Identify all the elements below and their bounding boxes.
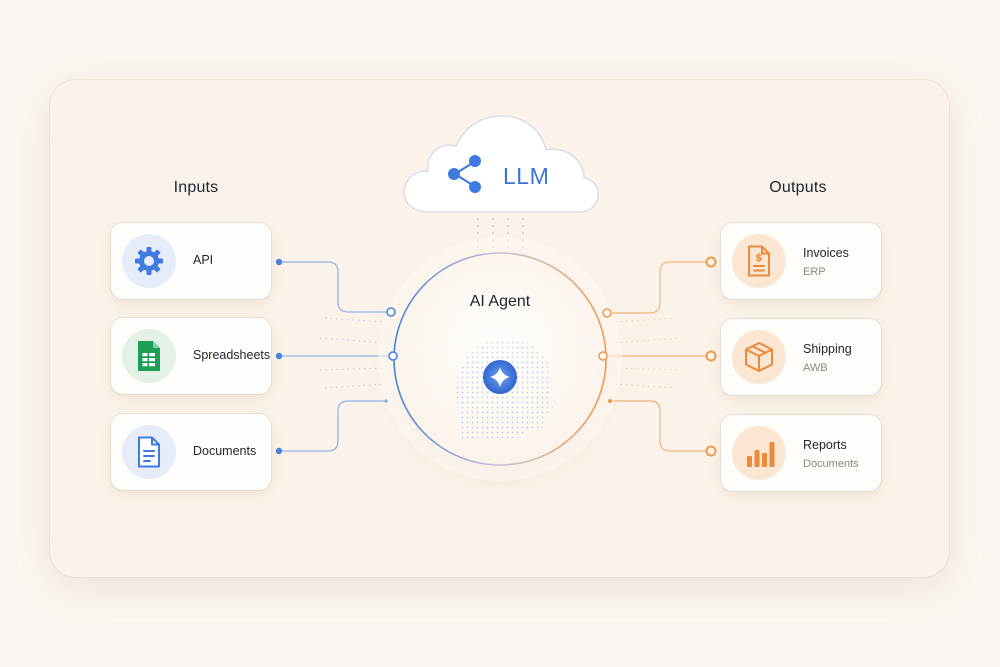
outputs-title: Outputs <box>769 179 827 196</box>
input-card-api[interactable]: API <box>111 223 271 299</box>
llm-cloud[interactable] <box>398 108 602 218</box>
input-card-spreadsheets[interactable]: Spreadsheets <box>111 318 271 394</box>
ai-agent-node[interactable] <box>394 253 606 465</box>
output-card-shipping[interactable]: Shipping AWB <box>721 319 881 395</box>
input-label-spreadsheets: Spreadsheets <box>193 348 271 362</box>
output-card-reports[interactable]: Reports Documents <box>721 415 881 491</box>
spreadsheet-icon <box>122 329 176 383</box>
input-card-documents[interactable]: Documents <box>111 414 271 490</box>
document-icon <box>122 425 176 479</box>
package-icon <box>732 330 786 384</box>
share-nodes-icon <box>448 155 481 193</box>
agent-title: AI Agent <box>469 293 531 310</box>
output-sub-shipping: AWB <box>803 362 828 374</box>
llm-label: LLM <box>503 163 550 189</box>
bar-chart-icon <box>732 426 786 480</box>
output-label-reports: Reports <box>803 438 847 452</box>
inputs-title: Inputs <box>173 179 219 196</box>
output-label-invoices: Invoices <box>803 246 849 260</box>
output-card-invoices[interactable]: $ Invoices ERP <box>721 223 881 299</box>
gear-icon <box>122 234 176 288</box>
output-label-shipping: Shipping <box>803 342 852 356</box>
output-sub-reports: Documents <box>803 458 859 470</box>
output-sub-invoices: ERP <box>803 266 826 278</box>
svg-text:$: $ <box>755 251 763 264</box>
input-label-documents: Documents <box>193 444 257 458</box>
invoice-icon: $ <box>732 234 786 288</box>
input-label-api: API <box>193 253 214 267</box>
